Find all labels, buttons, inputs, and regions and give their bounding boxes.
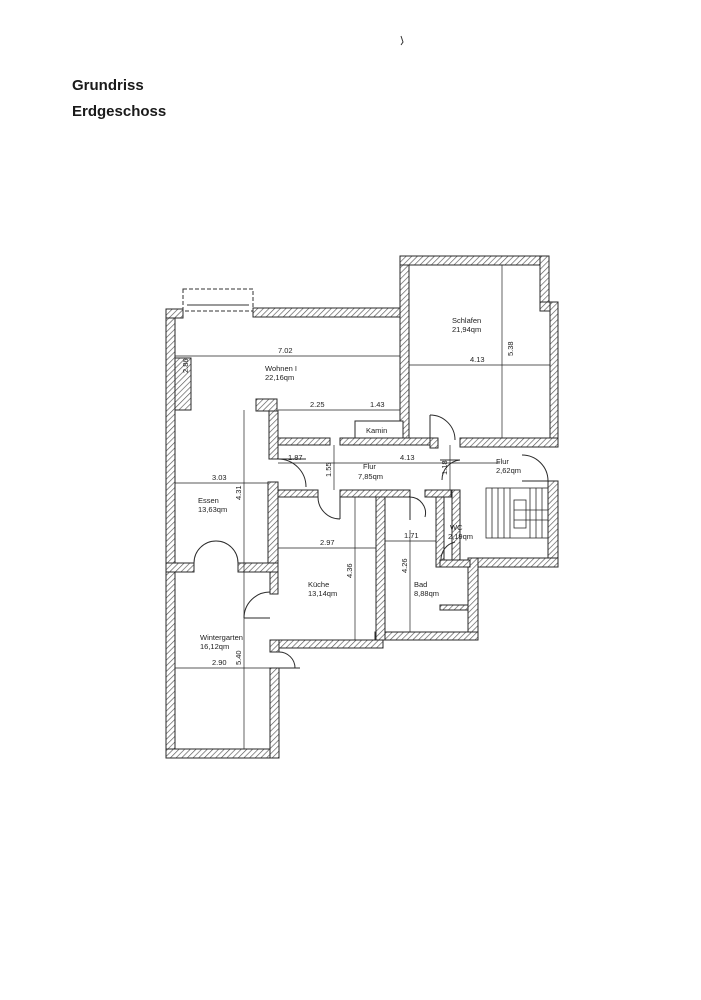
room-area-flur-main: 7,85qm xyxy=(358,472,383,481)
room-area-wintergarten: 16,12qm xyxy=(200,642,229,651)
dim-label: 1.71 xyxy=(404,531,419,540)
dim-label: 4.31 xyxy=(234,485,243,500)
room-name-flur-main: Flur xyxy=(363,462,376,471)
dim-label: 3.03 xyxy=(212,473,227,482)
room-area-kueche: 13,14qm xyxy=(308,589,337,598)
dim-label: 1.18 xyxy=(440,460,449,475)
plan-title-line2: Erdgeschoss xyxy=(72,103,167,120)
dim-label: 1.55 xyxy=(324,462,333,477)
room-name-kueche: Küche xyxy=(308,580,329,589)
room-name-flur-small: Flur xyxy=(496,457,509,466)
room-area-wc: 2,19qm xyxy=(448,532,473,541)
room-area-schlafen: 21,94qm xyxy=(452,325,481,334)
dim-label: 5.38 xyxy=(506,341,515,356)
window-frame xyxy=(182,288,254,312)
dimension-lines xyxy=(175,265,550,749)
room-name-essen: Essen xyxy=(198,496,219,505)
dim-label: 2.86 xyxy=(181,358,190,373)
room-area-flur-small: 2,62qm xyxy=(496,466,521,475)
dim-label: 4.13 xyxy=(400,453,415,462)
pencil-mark xyxy=(400,35,404,46)
dim-label: 2.90 xyxy=(212,658,227,667)
interior-walls xyxy=(165,357,471,641)
fixture-kamin-label: Kamin xyxy=(366,426,387,435)
room-name-wintergarten: Wintergarten xyxy=(200,633,243,642)
room-name-bad: Bad xyxy=(414,580,427,589)
dim-label: 4.13 xyxy=(470,355,485,364)
dim-label: 2.97 xyxy=(320,538,335,547)
exterior-walls xyxy=(165,255,559,759)
plan-title-line1: Grundriss xyxy=(72,77,144,94)
dim-label: 4.26 xyxy=(400,558,409,573)
dim-label: 4.36 xyxy=(345,563,354,578)
room-area-essen: 13,63qm xyxy=(198,505,227,514)
room-area-wohnen: 22,16qm xyxy=(265,373,294,382)
staircase xyxy=(485,487,549,539)
dim-label: 1.87 xyxy=(288,453,303,462)
dim-label: 5.40 xyxy=(234,650,243,665)
room-name-wohnen: Wohnen I xyxy=(265,364,297,373)
dim-label: 2.25 xyxy=(310,400,325,409)
door-swings xyxy=(193,414,549,669)
room-name-wc: WC xyxy=(450,523,463,532)
room-name-schlafen: Schlafen xyxy=(452,316,481,325)
room-area-bad: 8,88qm xyxy=(414,589,439,598)
dim-label: 7.02 xyxy=(278,346,293,355)
dim-label: 1.43 xyxy=(370,400,385,409)
